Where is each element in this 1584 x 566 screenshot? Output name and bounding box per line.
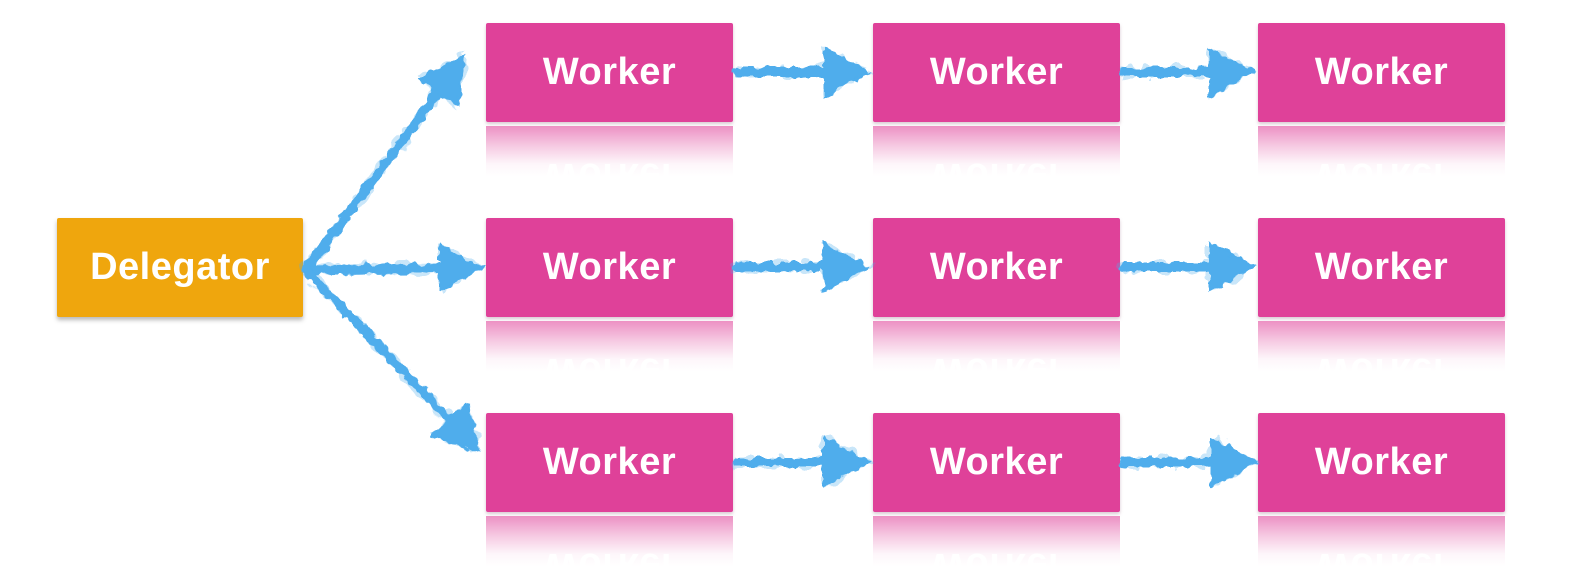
worker-node-row3-col1: Worker Worker <box>486 413 733 566</box>
worker-node-row2-col1: Worker Worker <box>486 218 733 371</box>
worker-label: Worker <box>929 441 1064 483</box>
worker-label: Worker <box>1314 51 1449 93</box>
delegator-label: Delegator <box>90 246 270 288</box>
worker-label: Worker <box>542 246 677 288</box>
worker-node-row1-col3: Worker Worker <box>1258 23 1505 176</box>
worker-reflection: Worker <box>873 321 1120 371</box>
worker-node-row1-col1: Worker Worker <box>486 23 733 176</box>
worker-reflection: Worker <box>1258 516 1505 566</box>
diagram-canvas: Delegator Worker Worker Worker Worker Wo… <box>57 23 1505 566</box>
delegator-node: Delegator <box>57 218 303 317</box>
worker-reflection: Worker <box>486 321 733 371</box>
worker-reflection: Worker <box>486 126 733 176</box>
worker-node-row2-col3: Worker Worker <box>1258 218 1505 371</box>
worker-label: Worker <box>542 441 677 483</box>
worker-label: Worker <box>542 51 677 93</box>
worker-label: Worker <box>929 51 1064 93</box>
worker-node-row3-col3: Worker Worker <box>1258 413 1505 566</box>
worker-label: Worker <box>929 246 1064 288</box>
worker-reflection: Worker <box>486 516 733 566</box>
worker-reflection: Worker <box>1258 126 1505 176</box>
worker-node-row3-col2: Worker Worker <box>873 413 1120 566</box>
worker-node-row2-col2: Worker Worker <box>873 218 1120 371</box>
worker-label: Worker <box>1314 246 1449 288</box>
worker-reflection: Worker <box>873 126 1120 176</box>
worker-reflection: Worker <box>873 516 1120 566</box>
worker-node-row1-col2: Worker Worker <box>873 23 1120 176</box>
worker-reflection: Worker <box>1258 321 1505 371</box>
worker-label: Worker <box>1314 441 1449 483</box>
